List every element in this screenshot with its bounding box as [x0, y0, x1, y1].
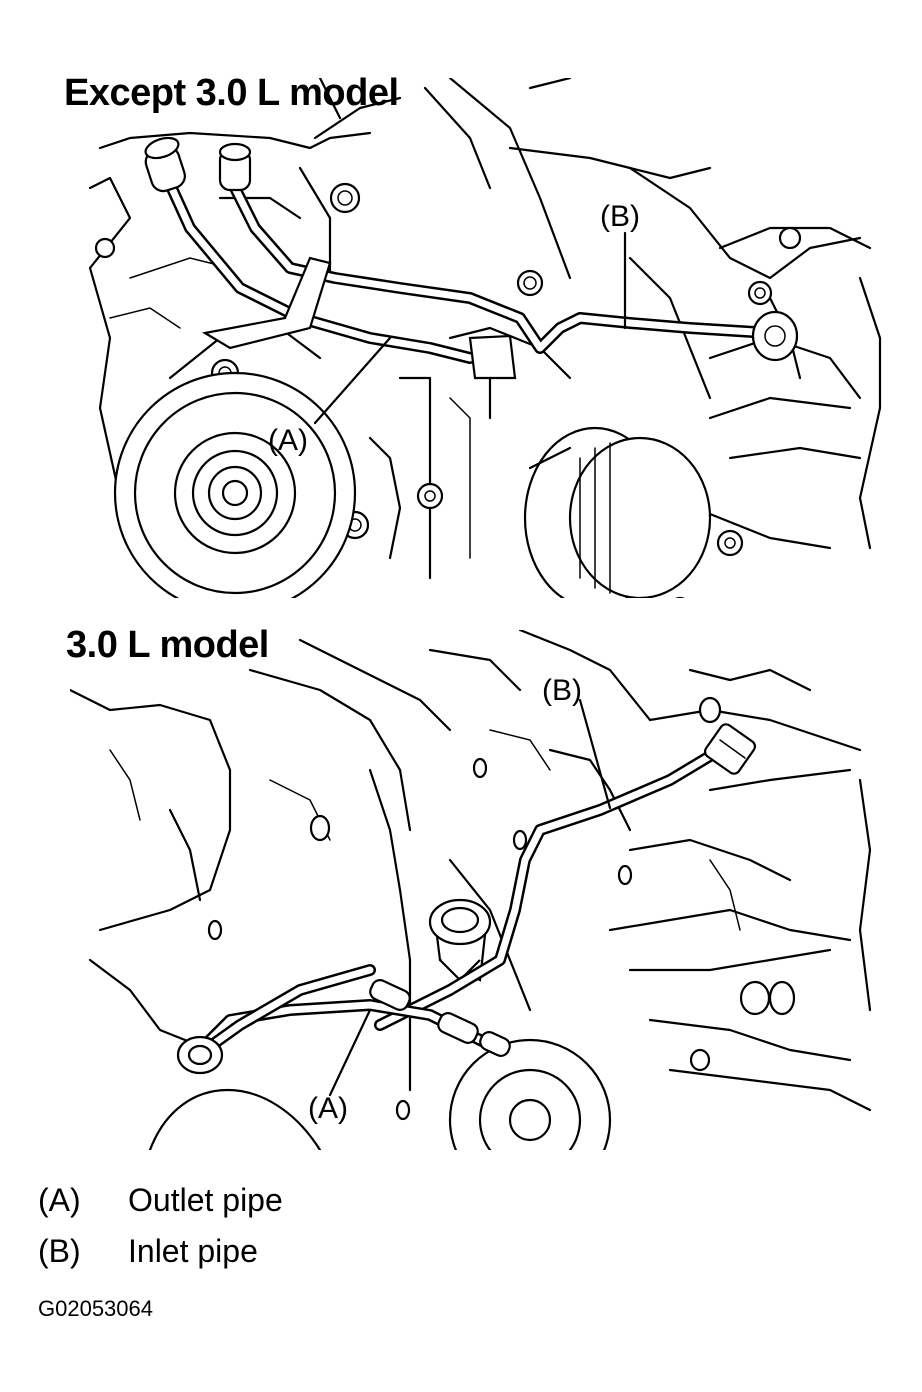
leader-b [578, 698, 612, 810]
callout-b-bottom: (B) [542, 674, 582, 707]
bolt-heads [207, 696, 796, 1121]
inlet-pipe-b [374, 723, 757, 1031]
pipe-end-caps [144, 136, 252, 193]
oil-filter [523, 426, 712, 598]
callout-a-bottom: (A) [308, 1092, 348, 1125]
figure-code: G02053064 [38, 1296, 153, 1321]
legend-label: Outlet pipe [128, 1182, 283, 1218]
legend-key: (B) [38, 1233, 81, 1269]
figure-title-3-0: 3.0 L model [66, 624, 269, 666]
legend-key: (A) [38, 1182, 81, 1218]
legend-item-inlet-pipe: (B) Inlet pipe [38, 1233, 258, 1270]
engine-diagram-3-0: (A) (B) [70, 630, 872, 1150]
legend-item-outlet-pipe: (A) Outlet pipe [38, 1182, 283, 1219]
pipe-bracket [201, 256, 517, 420]
engine-diagram-except-3-0: (A) (B) [88, 78, 882, 598]
crank-pulley [148, 1038, 612, 1150]
engine-block-outline [88, 78, 882, 580]
leader-a [328, 1008, 372, 1097]
legend-label: Inlet pipe [128, 1233, 258, 1269]
timing-pulley [113, 371, 357, 598]
filler-neck [428, 898, 492, 982]
inlet-pipe-b [219, 162, 799, 362]
outlet-pipe-a [176, 964, 511, 1075]
leader-a [313, 336, 392, 425]
callout-a-top: (A) [268, 424, 308, 457]
figure-title-except-3-0: Except 3.0 L model [64, 72, 399, 114]
callout-b-top: (B) [600, 200, 640, 233]
